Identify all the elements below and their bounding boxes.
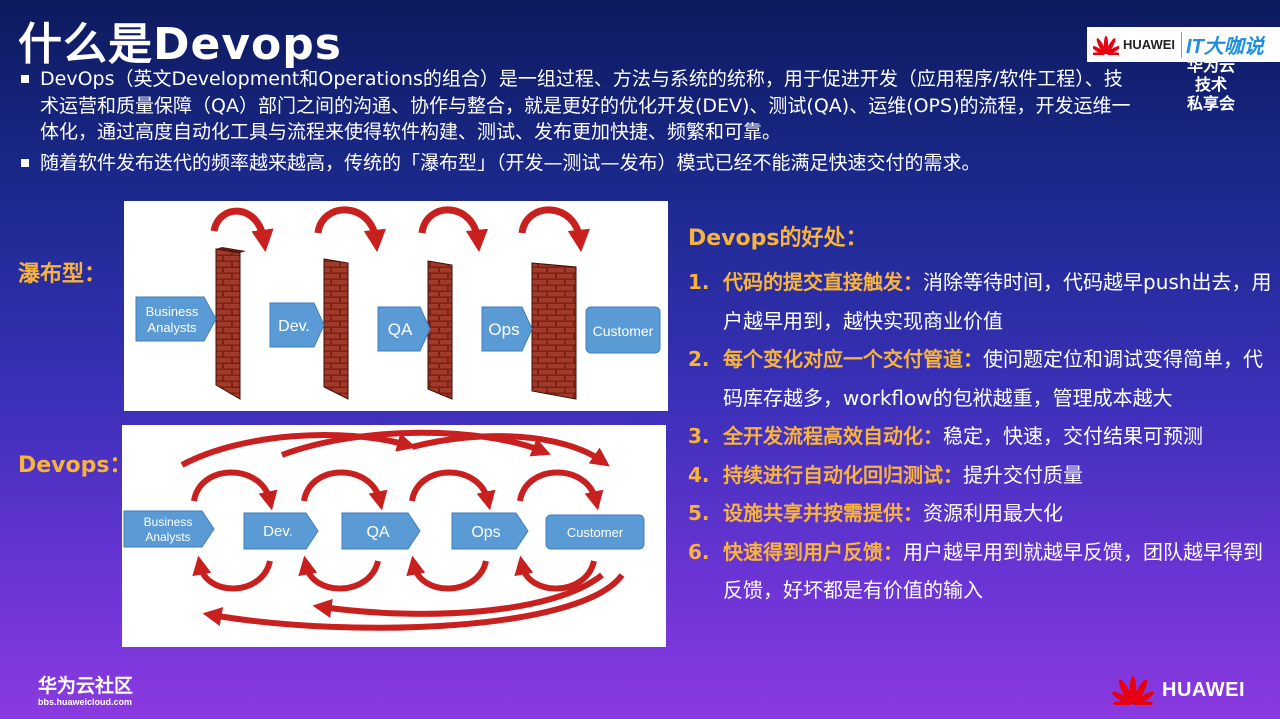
page-title: 什么是Devops xyxy=(18,19,342,70)
benefit-number: 4. xyxy=(688,462,710,487)
devops-label: Devops： xyxy=(18,453,132,478)
stage-label: Ops xyxy=(471,524,500,541)
benefit-heading: 全开发流程高效自动化： xyxy=(723,424,943,448)
loop-arrow xyxy=(202,573,625,631)
huawei-footer-logo: HUAWEI xyxy=(1112,675,1245,705)
benefit-item: 6. 快速得到用户反馈：用户越早用到就越早反馈，团队越早得到反馈，好坏都是有价值… xyxy=(688,533,1273,610)
stage-label: Business xyxy=(144,515,193,529)
intro-bullets: DevOps（英文Development和Operations的组合）是一组过程… xyxy=(20,66,1140,176)
event-logo: HUAWEI IT大咖说 xyxy=(1087,27,1280,62)
logo-it-text: IT大咖说 xyxy=(1186,36,1264,58)
badge-line: 华为云 xyxy=(1186,56,1235,75)
benefit-item: 1. 代码的提交直接触发：消除等待时间，代码越早push出去，用户越早用到，越快… xyxy=(688,263,1273,340)
brick-wall xyxy=(323,258,349,400)
benefit-item: 2. 每个变化对应一个交付管道：使问题定位和调试变得简单，代码库存越多，work… xyxy=(688,340,1273,417)
benefit-heading: 每个变化对应一个交付管道： xyxy=(723,347,983,371)
stage-label: QA xyxy=(388,320,413,339)
brick-wall xyxy=(531,262,577,400)
badge-line: 技术 xyxy=(1194,75,1227,94)
stage-label: Analysts xyxy=(145,530,190,544)
bullet-item: 随着软件发布迭代的频率越来越高，传统的「瀑布型」（开发—测试—发布）模式已经不能… xyxy=(20,150,1140,177)
benefit-number: 2. xyxy=(688,347,710,371)
bullet-marker xyxy=(21,158,29,167)
loop-arrow xyxy=(409,469,496,511)
loop-arrow xyxy=(298,555,381,592)
benefit-heading: 持续进行自动化回归测试： xyxy=(723,462,963,487)
logo-brand-text: HUAWEI xyxy=(1123,37,1175,52)
benefit-text: 使问题定位和调试变得简单，代码库存越多，workflow的包袱越重，管理成本越大 xyxy=(723,347,1263,410)
stage-ops: Ops xyxy=(481,306,533,352)
community-footer: 华为云社区 bbs.huaweicloud.com xyxy=(38,675,133,707)
devops-diagram: Business Analysts Dev. QA Ops Customer xyxy=(122,425,666,647)
benefit-heading: 快速得到用户反馈： xyxy=(723,539,903,564)
brick-wall xyxy=(215,247,246,400)
stage-label: Ops xyxy=(488,320,519,339)
bullet-marker xyxy=(21,75,29,83)
loop-arrow xyxy=(517,469,604,511)
arrow-over-wall xyxy=(210,207,274,253)
benefit-item: 4. 持续进行自动化回归测试：提升交付质量 xyxy=(688,456,1273,495)
benefit-number: 6. xyxy=(688,539,710,564)
benefit-item: 3. 全开发流程高效自动化：稳定，快速，交付结果可预测 xyxy=(688,417,1273,456)
benefit-text: 用户越早用到就越早反馈，团队越早得到反馈，好坏都是有价值的输入 xyxy=(723,539,1263,603)
stage-customer: Customer xyxy=(585,306,661,354)
benefits-title: Devops的好处： xyxy=(688,226,868,251)
benefit-number: 1. xyxy=(688,270,710,294)
stage-label: Dev. xyxy=(278,318,310,335)
waterfall-diagram: Business Analysts Dev. QA Ops Customer xyxy=(124,201,668,411)
stage-label: Analysts xyxy=(147,320,197,335)
bullet-text: 随着软件发布迭代的频率越来越高，传统的「瀑布型」（开发—测试—发布）模式已经不能… xyxy=(40,151,981,174)
benefits-list: Devops的好处： 1. 代码的提交直接触发：消除等待时间，代码越早push出… xyxy=(688,220,1273,610)
loop-arrow xyxy=(406,555,489,592)
benefit-text: 稳定，快速，交付结果可预测 xyxy=(943,424,1203,448)
loop-arrow xyxy=(191,469,278,511)
stage-qa: QA xyxy=(377,306,431,352)
community-url: bbs.huaweicloud.com xyxy=(38,697,133,707)
stage-label: Dev. xyxy=(263,523,293,540)
benefit-text: 消除等待时间，代码越早push出去，用户越早用到，越快实现商业价值 xyxy=(723,270,1272,333)
stage-label: Customer xyxy=(567,525,624,540)
huawei-logo-icon xyxy=(1093,35,1119,55)
stage-label: Business xyxy=(146,304,199,319)
loop-arrow xyxy=(312,572,604,618)
stage-business-analysts: Business Analysts xyxy=(123,510,215,548)
benefit-item: 5. 设施共享并按需提供：资源利用最大化 xyxy=(688,494,1273,533)
benefit-text: 资源利用最大化 xyxy=(923,501,1063,525)
bullet-text: DevOps（英文Development和Operations的组合）是一组过程… xyxy=(40,68,1131,143)
benefit-text: 提升交付质量 xyxy=(963,462,1083,487)
stage-business-analysts: Business Analysts xyxy=(135,296,217,342)
badge-line: 私享会 xyxy=(1186,94,1235,113)
loop-arrow xyxy=(280,429,551,458)
stage-qa: QA xyxy=(341,512,421,550)
loop-arrow xyxy=(411,433,610,467)
loop-arrow xyxy=(180,431,417,468)
stage-label: Customer xyxy=(593,323,654,339)
stage-ops: Ops xyxy=(451,512,529,550)
loop-arrow xyxy=(514,555,597,592)
stage-dev: Dev. xyxy=(269,302,325,348)
arrow-over-wall xyxy=(518,206,591,253)
huawei-logo-icon xyxy=(1112,676,1154,705)
arrow-over-wall xyxy=(418,206,489,253)
waterfall-label: 瀑布型： xyxy=(18,262,107,287)
community-name: 华为云社区 xyxy=(38,675,134,697)
benefit-number: 3. xyxy=(688,424,710,448)
stage-dev: Dev. xyxy=(243,512,319,550)
brick-wall xyxy=(427,260,453,400)
stage-customer: Customer xyxy=(545,514,645,550)
benefit-number: 5. xyxy=(688,501,710,525)
event-badge: 华为云 技术 私享会 xyxy=(1178,56,1244,113)
benefit-heading: 设施共享并按需提供： xyxy=(723,501,923,525)
logo-divider xyxy=(1181,31,1182,58)
benefit-heading: 代码的提交直接触发： xyxy=(723,270,923,294)
loop-arrow xyxy=(301,469,388,511)
stage-label: QA xyxy=(366,524,389,541)
arrow-over-wall xyxy=(314,206,387,253)
footer-brand-text: HUAWEI xyxy=(1162,678,1245,701)
bullet-item: DevOps（英文Development和Operations的组合）是一组过程… xyxy=(20,66,1140,146)
loop-arrow xyxy=(192,555,273,592)
